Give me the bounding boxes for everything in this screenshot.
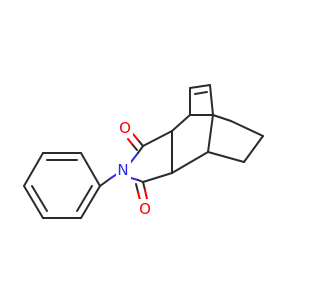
oxygen-bottom-label: O xyxy=(139,200,151,218)
bond-co-top-1o xyxy=(132,133,139,141)
bond-n-c-top-b xyxy=(137,145,144,154)
bond-ph-1 xyxy=(80,152,101,187)
nitrogen-label: N xyxy=(117,161,128,179)
bond-co-bot-2o xyxy=(137,191,141,201)
atom-label-n: N xyxy=(116,160,131,179)
bicyclic-cage xyxy=(171,84,264,174)
bond-phenyl-n xyxy=(99,177,112,187)
bond-c-c-top xyxy=(142,130,173,147)
bond-co-top-2o xyxy=(127,138,133,145)
bond-co-top-1 xyxy=(137,139,144,147)
atom-label-o-top: O xyxy=(118,118,133,137)
bond-n-c-bottom xyxy=(130,177,139,181)
bond-cage-6 xyxy=(207,114,214,153)
phenyl-ring xyxy=(23,152,101,219)
bond-cage-7 xyxy=(171,151,209,174)
bond-cage-9 xyxy=(243,135,264,163)
bond-ph-6 xyxy=(80,185,101,219)
bond-ph-3 xyxy=(23,152,44,187)
bond-cage-8 xyxy=(207,151,245,163)
bond-ph-double-2 xyxy=(31,185,48,212)
structure-diagram: N O O xyxy=(23,84,264,219)
oxygen-top-label: O xyxy=(119,119,131,137)
bond-co-top-2 xyxy=(131,143,138,151)
bond-ph-double-3 xyxy=(76,185,93,212)
bond-n-c-top xyxy=(130,152,139,163)
carbonyl-top xyxy=(127,133,144,151)
imide-ring xyxy=(130,130,173,183)
bond-cage-1 xyxy=(171,114,191,132)
bond-ph-4 xyxy=(23,185,44,219)
carbonyl-bottom xyxy=(135,181,148,201)
bond-co-bot-2 xyxy=(135,183,139,193)
bond-cage-alkene-double xyxy=(194,91,208,95)
atom-label-o-bottom: O xyxy=(137,199,152,218)
bond-cage-3 xyxy=(189,84,211,89)
bond-c-c-bottom xyxy=(142,172,173,183)
bond-co-bot-1o xyxy=(144,189,148,200)
bond-cage-4 xyxy=(209,84,214,116)
bond-co-bot-1 xyxy=(142,181,146,191)
bond-cage-10 xyxy=(230,120,264,137)
bond-cage-11 xyxy=(212,114,232,122)
